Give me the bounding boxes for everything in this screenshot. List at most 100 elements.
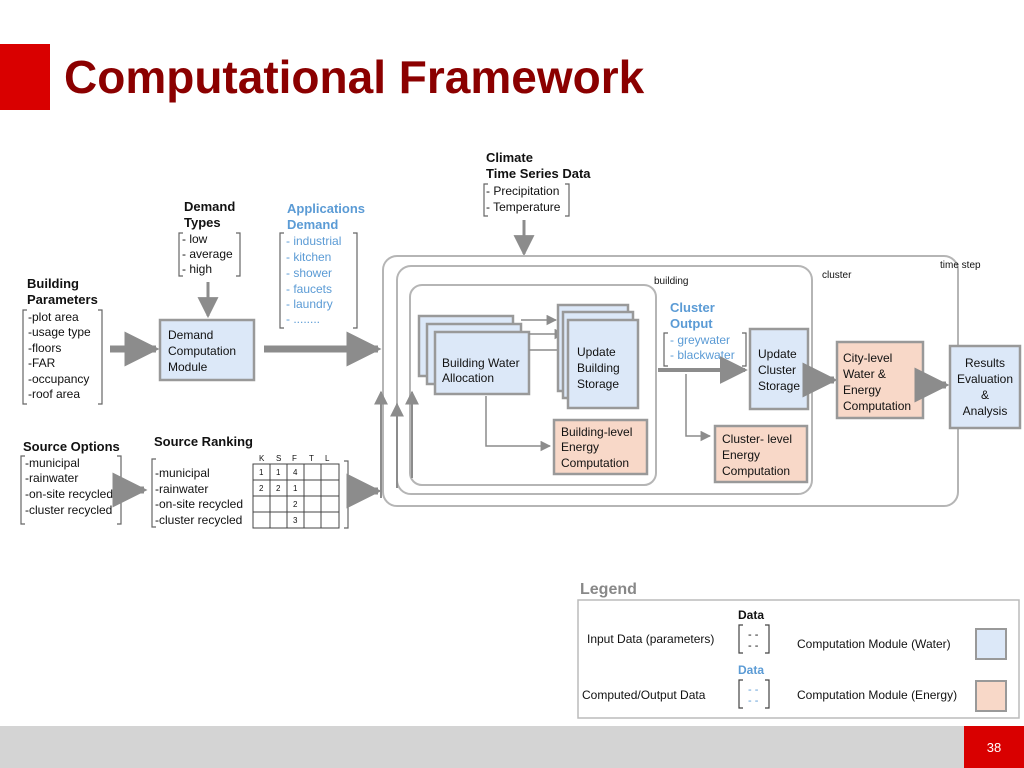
param-usage-type: -usage type bbox=[28, 325, 91, 339]
param-plot-area: -plot area bbox=[28, 310, 79, 324]
results-line-3: & bbox=[981, 388, 989, 402]
city-level-line-3: Energy bbox=[843, 383, 881, 397]
source-option-2: -rainwater bbox=[25, 471, 78, 485]
param-occupancy: -occupancy bbox=[28, 372, 89, 386]
city-level-line-1: City-level bbox=[843, 351, 892, 365]
demand-type-average: - average bbox=[182, 247, 233, 261]
app-item-3: - shower bbox=[286, 266, 332, 280]
arrow-alloc-energy bbox=[485, 396, 552, 452]
legend-output-label: Computed/Output Data bbox=[582, 688, 706, 702]
cluster-output-title-2: Output bbox=[670, 316, 713, 331]
ranking-item-4: -cluster recycled bbox=[155, 513, 242, 527]
applications-title-1: Applications bbox=[287, 201, 365, 216]
source-options-title: Source Options bbox=[23, 439, 120, 454]
cluster-storage-line-1: Update bbox=[758, 347, 797, 361]
cluster-output: Cluster Output - greywater - blackwater bbox=[663, 300, 747, 367]
page-number-box bbox=[964, 726, 1024, 768]
cluster-output-blackwater: - blackwater bbox=[670, 348, 735, 362]
ranking-item-2: -rainwater bbox=[155, 482, 208, 496]
climate-title-2: Time Series Data bbox=[486, 166, 591, 181]
app-item-6: - ........ bbox=[286, 312, 320, 326]
building-storage-line-3: Storage bbox=[577, 377, 619, 391]
rank-cell: 1 bbox=[276, 468, 281, 477]
building-params-title-1: Building bbox=[27, 276, 79, 291]
climate-title-1: Climate bbox=[486, 150, 533, 165]
legend-box bbox=[577, 599, 1020, 719]
source-option-1: -municipal bbox=[25, 456, 80, 470]
allocation-line-1: Building Water bbox=[442, 356, 520, 370]
cluster-storage-line-2: Cluster bbox=[758, 363, 796, 377]
demand-module-line-2: Computation bbox=[168, 344, 236, 358]
rank-cell: 1 bbox=[293, 484, 298, 493]
city-level-line-4: Computation bbox=[843, 399, 911, 413]
update-cluster-storage-module: Update Cluster Storage bbox=[748, 327, 810, 411]
app-item-4: - faucets bbox=[286, 282, 332, 296]
ranking-item-3: -on-site recycled bbox=[155, 497, 243, 511]
applications-demand-input: Applications Demand - industrial - kitch… bbox=[279, 201, 365, 329]
building-energy-module: Building-level Energy Computation bbox=[552, 418, 649, 476]
time-step-label: time step bbox=[940, 260, 981, 271]
rank-header-k: K bbox=[259, 454, 265, 463]
rank-cell: 3 bbox=[293, 516, 298, 525]
building-params-title-2: Parameters bbox=[27, 292, 98, 307]
rank-cell: 4 bbox=[293, 468, 298, 477]
app-item-5: - laundry bbox=[286, 297, 333, 311]
cluster-energy-module: Cluster- level Energy Computation bbox=[713, 424, 809, 484]
ranking-item-1: -municipal bbox=[155, 466, 210, 480]
source-ranking-title: Source Ranking bbox=[154, 434, 253, 449]
rank-header-l: L bbox=[325, 454, 330, 463]
demand-computation-module: Demand Computation Module bbox=[158, 318, 256, 382]
rank-header-f: F bbox=[292, 454, 297, 463]
results-line-1: Results bbox=[965, 356, 1005, 370]
legend-water-swatch bbox=[975, 628, 1007, 660]
source-option-4: -cluster recycled bbox=[25, 503, 112, 517]
results-line-2: Evaluation bbox=[957, 372, 1013, 386]
arrow-cluster-energy bbox=[685, 374, 712, 442]
cluster-storage-line-3: Storage bbox=[758, 379, 800, 393]
city-level-line-2: Water & bbox=[843, 367, 886, 381]
climate-input: Climate Time Series Data - Precipitation… bbox=[483, 150, 591, 257]
building-energy-line-2: Energy bbox=[561, 440, 599, 454]
climate-item-2: - Temperature bbox=[486, 200, 561, 214]
demand-module-line-1: Demand bbox=[168, 328, 213, 342]
param-floors: -floors bbox=[28, 341, 61, 355]
rank-cell: 2 bbox=[293, 500, 298, 509]
legend-data-label-2: Data bbox=[738, 663, 764, 677]
demand-type-low: - low bbox=[182, 232, 208, 246]
legend-energy-label: Computation Module (Energy) bbox=[797, 688, 957, 702]
cluster-energy-line-2: Energy bbox=[722, 448, 760, 462]
svg-text:- -: - - bbox=[748, 640, 759, 652]
demand-type-high: - high bbox=[182, 262, 212, 276]
svg-text:- -: - - bbox=[748, 684, 759, 696]
climate-item-1: - Precipitation bbox=[486, 184, 559, 198]
legend-energy-swatch bbox=[975, 680, 1007, 712]
legend-title: Legend bbox=[580, 581, 637, 598]
demand-types-input: Demand Types - low - average - high bbox=[178, 199, 241, 319]
legend-output-bracket bbox=[738, 679, 770, 709]
cluster-energy-line-1: Cluster- level bbox=[722, 432, 792, 446]
title-accent-bar bbox=[0, 44, 50, 110]
rank-cell: 2 bbox=[276, 484, 281, 493]
rank-header-s: S bbox=[276, 454, 281, 463]
legend-input-label: Input Data (parameters) bbox=[587, 632, 714, 646]
legend-input-bracket bbox=[738, 624, 770, 654]
building-energy-line-1: Building-level bbox=[561, 425, 632, 439]
source-options-input: Source Options -municipal -rainwater -on… bbox=[20, 439, 148, 525]
app-item-2: - kitchen bbox=[286, 250, 331, 264]
demand-types-title-1: Demand bbox=[184, 199, 235, 214]
legend-data-label-1: Data bbox=[738, 608, 764, 622]
param-far: -FAR bbox=[28, 356, 56, 370]
cluster-energy-line-3: Computation bbox=[722, 464, 790, 478]
page-number: 38 bbox=[986, 740, 1002, 755]
demand-types-title-2: Types bbox=[184, 215, 221, 230]
legend: Legend Data Input Data (parameters) - - … bbox=[577, 581, 1020, 719]
svg-text:- -: - - bbox=[748, 695, 759, 707]
applications-title-2: Demand bbox=[287, 217, 338, 232]
building-container bbox=[409, 284, 657, 486]
building-parameters-input: Building Parameters -plot area -usage ty… bbox=[22, 276, 160, 405]
building-storage-line-1: Update bbox=[577, 345, 616, 359]
ranking-grid bbox=[252, 463, 340, 529]
source-ranking: Source Ranking -municipal -rainwater -on… bbox=[151, 434, 382, 529]
cluster-output-title-1: Cluster bbox=[670, 300, 715, 315]
legend-water-label: Computation Module (Water) bbox=[797, 637, 951, 651]
